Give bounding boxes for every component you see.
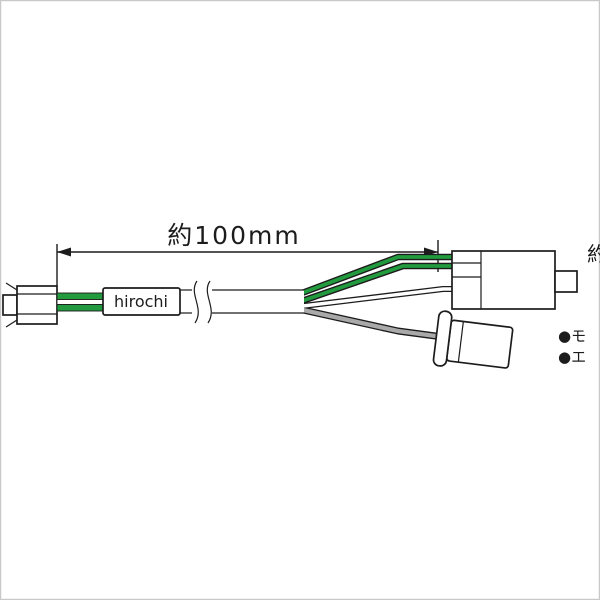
wire-bundle — [56, 292, 105, 312]
lower-component — [432, 310, 514, 369]
lower-component-detail — [457, 321, 464, 363]
fanout-wires — [300, 253, 456, 341]
green-wire-2 — [301, 264, 456, 303]
left-connector — [2, 282, 58, 328]
right-connector-body — [451, 250, 556, 310]
gray-wire — [302, 307, 444, 340]
left-connector-tip — [2, 294, 18, 316]
bundle-green-stripe-1 — [56, 292, 105, 300]
bundle-green-stripe-2 — [56, 304, 105, 312]
lower-component-body — [445, 319, 514, 369]
cable-label-sleeve — [102, 287, 181, 316]
cable: hirochi — [56, 280, 304, 324]
side-note-2: ●エ — [558, 348, 586, 366]
dimension-label: 約100mm — [167, 221, 300, 250]
left-connector-latch-top — [5, 282, 18, 291]
side-note-1: ●モ — [558, 327, 586, 345]
break-wave-right-icon — [206, 280, 212, 324]
green-wire-1 — [301, 255, 456, 295]
left-connector-body — [16, 285, 58, 325]
break-wave-left-icon — [193, 280, 199, 324]
cable-label: hirochi — [114, 292, 168, 311]
right-connector — [451, 250, 578, 310]
bundle-white-stripe — [56, 299, 105, 305]
lower-component-flange — [432, 310, 453, 367]
left-connector-latch-bottom — [5, 319, 18, 328]
dimension-arrow-left-icon — [57, 247, 71, 257]
tube-body — [212, 290, 304, 313]
side-notes: ●モ ●エ — [558, 327, 586, 366]
corner-partial-text: 約 — [587, 242, 600, 266]
dimension-annotation: 約100mm — [56, 221, 439, 286]
right-connector-tab — [554, 270, 578, 293]
